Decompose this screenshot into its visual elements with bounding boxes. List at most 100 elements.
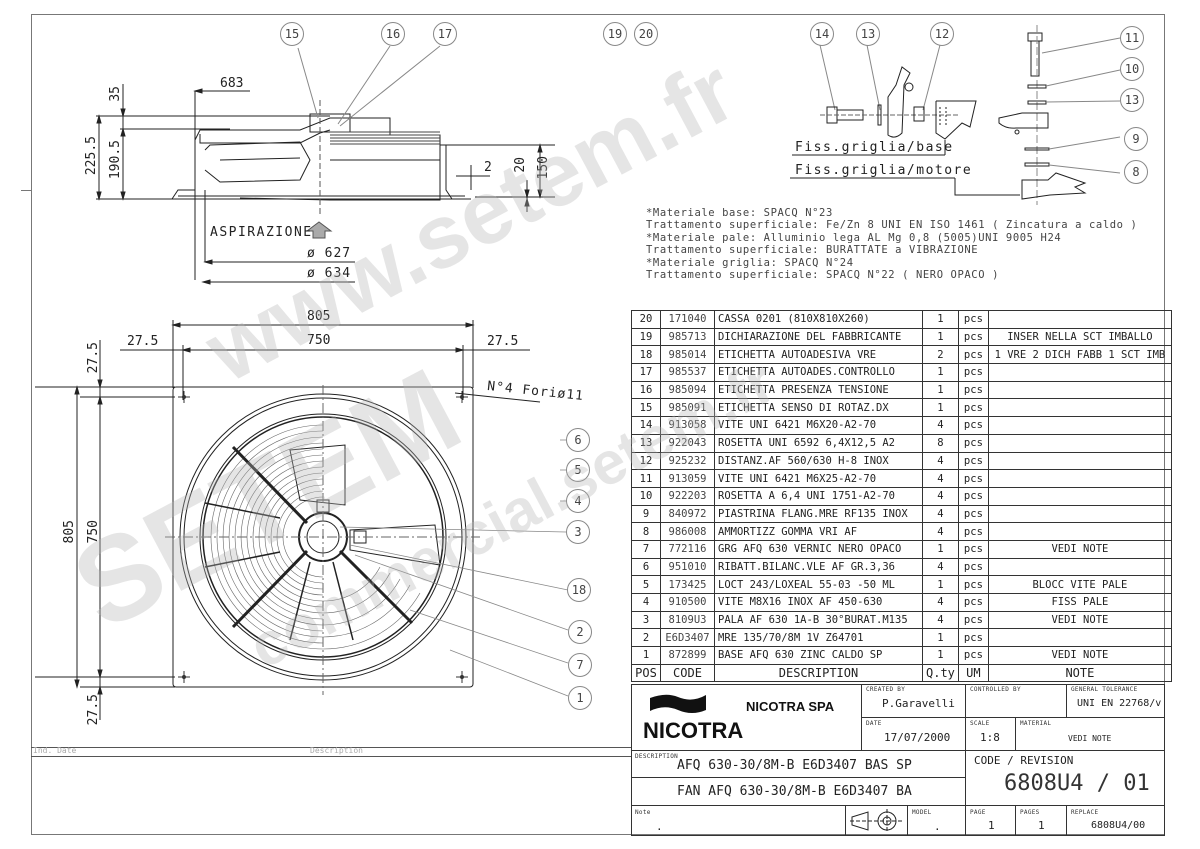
cell-note xyxy=(987,416,1172,435)
cell-pos: 11 xyxy=(631,469,661,488)
cell-pos: 1 xyxy=(631,646,661,665)
cell-description: MRE 135/70/8M 1V Z64701 xyxy=(714,628,923,648)
cell-pos: 3 xyxy=(631,610,661,630)
balloon-1: 1 xyxy=(568,686,592,710)
cell-note xyxy=(987,310,1172,329)
front-view-drawing xyxy=(35,320,569,720)
cell-code: 985014 xyxy=(660,345,715,365)
controlled-by-label: CONTROLLED BY xyxy=(970,686,1021,693)
cell-note: 1 VRE 2 DICH FABB 1 SCT IMB xyxy=(987,345,1172,365)
cell-um: pcs xyxy=(957,646,989,665)
cell-um: pcs xyxy=(957,522,989,541)
cell-um: pcs xyxy=(957,363,989,382)
cell-code: 772116 xyxy=(660,539,715,559)
pages-cell: PAGES 1 xyxy=(1015,805,1067,836)
material-notes: *Materiale base: SPACQ N°23 Trattamento … xyxy=(646,207,1137,281)
scale-label: SCALE xyxy=(970,720,990,727)
cell-description: BASE AFQ 630 ZINC CALDO SP xyxy=(714,646,923,665)
cell-qty: 4 xyxy=(922,451,959,471)
note-value: . xyxy=(656,820,663,833)
balloon-15: 15 xyxy=(280,22,304,46)
tolerance-cell: GENERAL TOLERANCE UNI EN 22768/v xyxy=(1066,684,1165,718)
cell-description: CASSA 0201 (810X810X260) xyxy=(714,310,923,329)
cell-description: ETICHETTA PRESENZA TENSIONE xyxy=(714,380,923,400)
dim-190-5: 190.5 xyxy=(108,140,123,180)
cell-um: pcs xyxy=(957,593,989,612)
cell-note: FISS PALE xyxy=(987,593,1172,612)
cell-note xyxy=(987,433,1172,453)
balloon-6: 6 xyxy=(566,428,590,452)
cell-code: 8109U3 xyxy=(660,610,715,630)
material-value: VEDI NOTE xyxy=(1068,734,1112,743)
cell-pos: 18 xyxy=(631,345,661,365)
page-cell: PAGE 1 xyxy=(965,805,1016,836)
balloon-2: 2 xyxy=(568,620,592,644)
cell-qty: 1 xyxy=(922,327,959,347)
cell-description: ROSETTA A 6,4 UNI 1751-A2-70 xyxy=(714,486,923,506)
model-label: MODEL xyxy=(912,809,932,816)
cell-qty: 4 xyxy=(922,610,959,630)
label-fiss-griglia-base: Fiss.griglia/base xyxy=(795,140,954,155)
created-by-cell: CREATED BY P.Garavelli xyxy=(861,684,966,718)
frame-tick xyxy=(21,190,31,191)
cell-note xyxy=(987,451,1172,471)
header-pos: POS xyxy=(631,663,661,683)
replace-value: 6808U4/00 xyxy=(1091,820,1146,831)
cell-um: pcs xyxy=(957,610,989,630)
date-cell: DATE 17/07/2000 xyxy=(861,717,966,751)
balloon-7: 7 xyxy=(568,653,592,677)
cell-pos: 10 xyxy=(631,486,661,506)
balloon-11: 11 xyxy=(1120,26,1144,50)
model-value: . xyxy=(934,820,941,833)
pages-value: 1 xyxy=(1038,819,1045,832)
dim-width-805: 805 xyxy=(307,309,331,324)
balloon-10: 10 xyxy=(1120,57,1144,81)
dim-width-750: 750 xyxy=(307,333,331,348)
header-um: UM xyxy=(957,663,989,683)
cell-um: pcs xyxy=(957,416,989,435)
cell-pos: 13 xyxy=(631,433,661,453)
cell-description: VITE M8X16 INOX AF 450-630 xyxy=(714,593,923,612)
cell-code: 985713 xyxy=(660,327,715,347)
replace-label: REPLACE xyxy=(1071,809,1099,816)
cell-description: ETICHETTA SENSO DI ROTAZ.DX xyxy=(714,398,923,418)
description-cell-1: DESCRIPTION AFQ 630-30/8M-B E6D3407 BAS … xyxy=(631,750,966,778)
cell-code: 913058 xyxy=(660,416,715,435)
date-label: DATE xyxy=(866,720,882,727)
cell-code: 173425 xyxy=(660,575,715,594)
cell-pos: 16 xyxy=(631,380,661,400)
cell-code: 922043 xyxy=(660,433,715,453)
dim-width-27-5-right: 27.5 xyxy=(487,334,519,349)
first-angle-projection-icon xyxy=(850,809,902,833)
cell-description: DICHIARAZIONE DEL FABBRICANTE xyxy=(714,327,923,347)
header-code: CODE xyxy=(660,663,715,683)
date-value: 17/07/2000 xyxy=(884,731,951,744)
cell-um: pcs xyxy=(957,469,989,488)
header-note: NOTE xyxy=(987,663,1172,683)
cell-qty: 1 xyxy=(922,310,959,329)
pages-label: PAGES xyxy=(1020,809,1040,816)
dim-diameter-634: ø 634 xyxy=(307,266,352,281)
cell-description: GRG AFQ 630 VERNIC NERO OPACO xyxy=(714,539,923,559)
revision-description-label: Description xyxy=(310,746,363,755)
balloon-13b: 13 xyxy=(1120,88,1144,112)
cell-code: 913059 xyxy=(660,469,715,488)
projection-symbol-cell xyxy=(845,805,908,836)
cell-qty: 2 xyxy=(922,345,959,365)
cell-qty: 1 xyxy=(922,575,959,594)
description-line-2: FAN AFQ 630-30/8M-B E6D3407 BA xyxy=(677,784,912,799)
dim-height-27-5-bottom: 27.5 xyxy=(86,694,101,726)
balloon-5: 5 xyxy=(566,458,590,482)
created-by-label: CREATED BY xyxy=(866,686,906,693)
note-line: *Materiale griglia: SPACQ N°24 xyxy=(646,257,854,269)
balloon-19: 19 xyxy=(603,22,627,46)
balloon-4: 4 xyxy=(566,489,590,513)
cell-code: 872899 xyxy=(660,646,715,665)
